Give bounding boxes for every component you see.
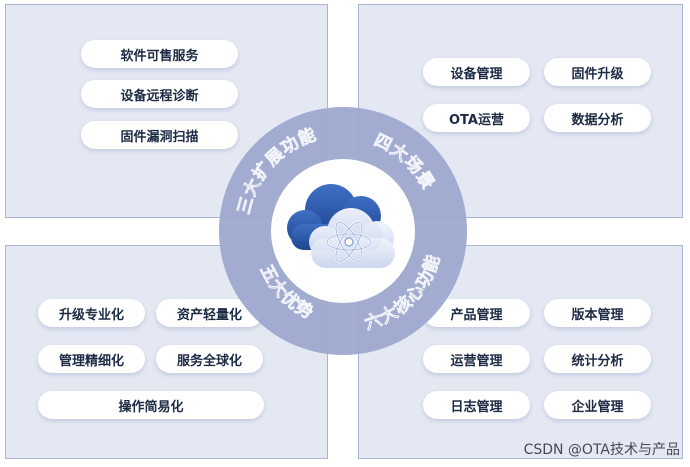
item-enterprise-management: 企业管理 — [544, 391, 651, 419]
item-operation-simple: 操作简易化 — [38, 391, 264, 419]
cloud-atom-icon — [281, 176, 407, 276]
item-upgrade-professional: 升级专业化 — [38, 299, 145, 327]
item-operations-management: 运营管理 — [423, 345, 530, 373]
item-device-management: 设备管理 — [423, 58, 530, 86]
item-firmware-upgrade: 固件升级 — [544, 58, 651, 86]
item-ota-operation: OTA运营 — [423, 104, 530, 132]
item-version-management: 版本管理 — [544, 299, 651, 327]
item-statistics-analysis: 统计分析 — [544, 345, 651, 373]
item-service-global: 服务全球化 — [156, 345, 263, 373]
item-data-analysis: 数据分析 — [544, 104, 651, 132]
watermark: CSDN @OTA技术与产品 — [523, 442, 680, 458]
item-asset-lightweight: 资产轻量化 — [156, 299, 263, 327]
item-management-refined: 管理精细化 — [38, 345, 145, 373]
item-remote-diagnosis: 设备远程诊断 — [81, 80, 238, 108]
item-software-sales-service: 软件可售服务 — [81, 40, 238, 68]
item-log-management: 日志管理 — [423, 391, 530, 419]
item-firmware-vuln-scan: 固件漏洞扫描 — [81, 121, 238, 149]
